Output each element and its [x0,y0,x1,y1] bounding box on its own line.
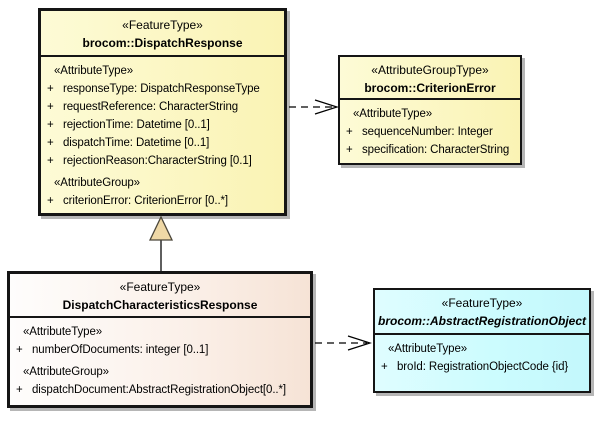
attribute-group-label: «AttributeGroup» [54,177,140,189]
visibility-plus: + [346,126,353,138]
class-stereotype: «FeatureType» [441,296,523,310]
attribute-type-label: «AttributeType» [54,65,134,77]
attribute-text: broId: RegistrationObjectCode {id} [397,361,569,373]
visibility-plus: + [381,361,388,373]
attribute-row: + criterionError: CriterionError [0..*] [41,192,284,210]
class-stereotype: «AttributeGroupType» [371,63,489,77]
class-attributes-compartment: «AttributeType» + sequenceNumber: Intege… [340,100,520,159]
attribute-group-label: «AttributeGroup» [23,366,109,378]
attribute-text: requestReference: CharacterString [63,101,239,113]
visibility-plus: + [47,101,54,113]
visibility-plus: + [47,83,54,95]
class-header: «FeatureType» brocom::AbstractRegistrati… [375,290,589,335]
attribute-text: rejectionTime: Datetime [0..1] [63,119,210,131]
attribute-row: + responseType: DispatchResponseType [41,80,284,98]
attribute-text: dispatchDocument:AbstractRegistrationObj… [32,384,286,396]
class-name: brocom::DispatchResponse [82,36,243,50]
class-box-dispatch-characteristics-response[interactable]: «FeatureType» DispatchCharacteristicsRes… [7,271,313,408]
visibility-plus: + [47,119,54,131]
class-header: «FeatureType» brocom::DispatchResponse [41,11,284,57]
visibility-plus: + [16,384,23,396]
attribute-type-label: «AttributeType» [23,326,103,338]
visibility-plus: + [47,137,54,149]
class-name: brocom::CriterionError [364,81,496,95]
class-box-dispatch-response[interactable]: «FeatureType» brocom::DispatchResponse «… [38,8,287,216]
visibility-plus: + [16,344,23,356]
visibility-plus: + [346,144,353,156]
attribute-row: + specification: CharacterString [340,141,520,159]
visibility-plus: + [47,155,54,167]
attribute-text: numberOfDocuments: integer [0..1] [32,344,209,356]
class-attributes-compartment: «AttributeType» + broId: RegistrationObj… [375,335,589,376]
class-attributes-compartment: «AttributeType» + responseType: Dispatch… [41,57,284,210]
attribute-text: sequenceNumber: Integer [362,126,493,138]
visibility-plus: + [47,195,54,207]
attribute-text: rejectionReason:CharacterString [0.1] [63,155,252,167]
dependency-arrow-dispatchresponse-to-criterionerror[interactable] [289,99,339,115]
class-header: «FeatureType» DispatchCharacteristicsRes… [10,274,310,318]
attribute-type-label: «AttributeType» [353,108,433,120]
attribute-row: + dispatchTime: Datetime [0..1] [41,134,284,152]
attribute-row: + broId: RegistrationObjectCode {id} [375,358,589,376]
attribute-type-label: «AttributeType» [388,343,468,355]
class-attributes-compartment: «AttributeType» + numberOfDocuments: int… [10,318,310,399]
class-stereotype: «FeatureType» [119,280,201,294]
class-header: «AttributeGroupType» brocom::CriterionEr… [340,57,520,100]
attribute-row: + numberOfDocuments: integer [0..1] [10,341,310,359]
class-stereotype: «FeatureType» [122,18,203,32]
class-box-abstract-registration-object[interactable]: «FeatureType» brocom::AbstractRegistrati… [373,288,591,393]
attribute-row: + rejectionTime: Datetime [0..1] [41,116,284,134]
class-name: brocom::AbstractRegistrationObject [377,314,587,328]
attribute-text: criterionError: CriterionError [0..*] [63,195,229,207]
class-box-criterion-error[interactable]: «AttributeGroupType» brocom::CriterionEr… [338,55,522,165]
attribute-row: + dispatchDocument:AbstractRegistrationO… [10,381,310,399]
dependency-arrow-dispatchcharacteristicsresponse-to-abstractregistrationobject[interactable] [315,335,372,351]
attribute-text: specification: CharacterString [362,144,510,156]
attribute-row: + rejectionReason:CharacterString [0.1] [41,152,284,170]
attribute-text: responseType: DispatchResponseType [63,83,260,95]
attribute-row: + sequenceNumber: Integer [340,123,520,141]
generalization-arrow-dispatchcharacteristicsresponse-to-dispatchresponse[interactable] [148,215,174,271]
class-name: DispatchCharacteristicsResponse [62,298,258,312]
attribute-row: + requestReference: CharacterString [41,98,284,116]
attribute-text: dispatchTime: Datetime [0..1] [63,137,210,149]
